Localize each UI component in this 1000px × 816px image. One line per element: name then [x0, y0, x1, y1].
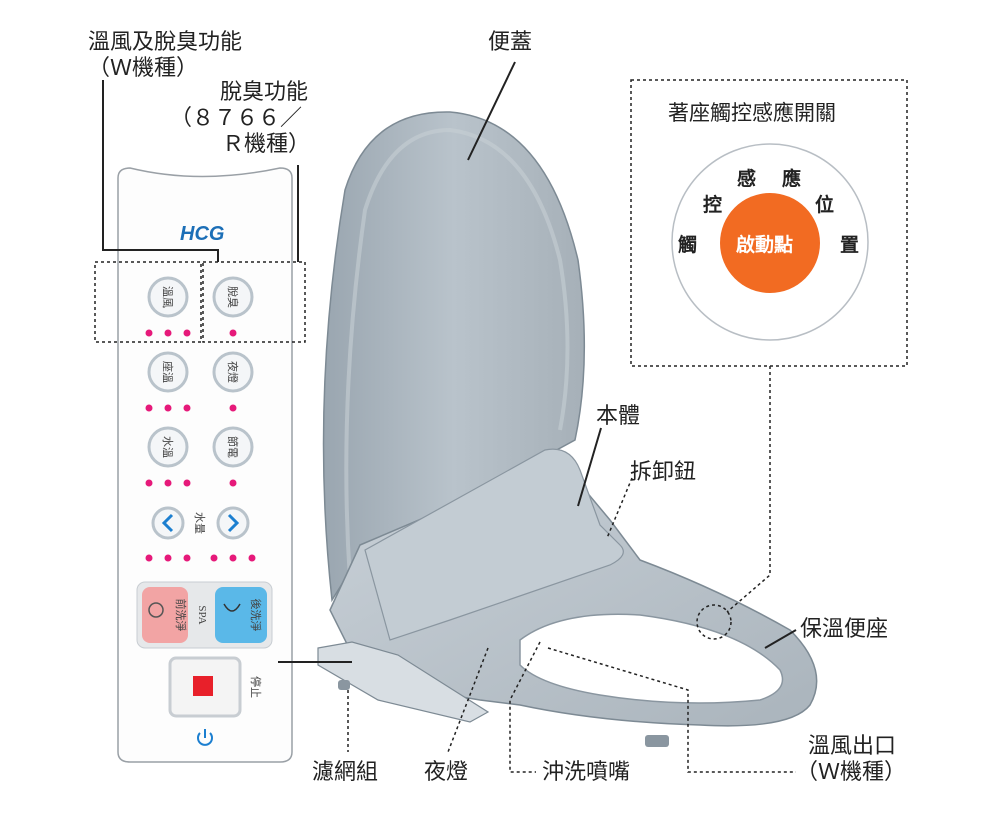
sensor-ring-char-3: 感	[737, 168, 757, 190]
filter-unit	[317, 641, 490, 723]
stop-button[interactable]	[168, 656, 242, 718]
front-wash-button[interactable]: 前洗淨	[142, 587, 188, 643]
remote-control: HCG 溫風 脫臭 座溫 夜燈 水溫	[117, 167, 293, 763]
level-dots-row1	[145, 329, 237, 337]
part-dotted-leaders	[347, 79, 908, 773]
stop-label: 停止	[249, 676, 263, 698]
warm-air-deodor-label: 溫風及脫臭功能	[88, 30, 243, 55]
warm-air-outlet-model-label: （Ｗ機種）	[796, 760, 907, 785]
chevron-right-icon	[227, 513, 240, 533]
svg-text:座溫: 座溫	[161, 361, 175, 383]
spa-label: SPA	[196, 605, 208, 624]
rear-wash-button[interactable]: 後洗淨	[215, 587, 267, 643]
sensor-ring-char-1: 觸	[678, 234, 698, 256]
deodor-highlight-box	[202, 261, 306, 343]
warm-air-highlight-box	[94, 261, 202, 343]
deodor-button[interactable]: 脫臭	[212, 276, 254, 318]
power-icon	[197, 732, 213, 746]
filter-label: 濾網組	[312, 760, 379, 785]
power-button[interactable]	[197, 729, 213, 746]
volume-up-button[interactable]	[216, 506, 250, 540]
sensor-ring-char-2: 控	[703, 194, 723, 216]
lid	[322, 111, 586, 603]
seat-temp-button[interactable]: 座溫	[147, 351, 189, 393]
level-dots-row4	[145, 554, 256, 562]
svg-text:前洗淨: 前洗淨	[174, 599, 188, 632]
lid-label: 便蓋	[488, 30, 533, 55]
water-volume-label: 水量	[193, 512, 206, 534]
toilet-seat-illustration	[317, 111, 818, 747]
power-save-button[interactable]: 節電	[212, 426, 254, 468]
svg-text:夜燈: 夜燈	[226, 361, 240, 383]
sensor-ring-char-4: 應	[782, 168, 802, 190]
stop-square-icon	[193, 676, 213, 696]
level-dots-row3	[145, 479, 237, 487]
nozzle-label: 沖洗噴嘴	[542, 760, 631, 785]
sensor-start-point	[720, 193, 820, 293]
water-temp-button[interactable]: 水溫	[147, 426, 189, 468]
release-button-label: 拆卸鈕	[630, 460, 697, 485]
svg-text:後洗淨: 後洗淨	[249, 599, 263, 632]
chevron-left-icon	[161, 513, 174, 533]
warm-air-button[interactable]: 溫風	[147, 276, 189, 318]
rear-wash-icon	[223, 603, 241, 612]
warm-air-outlet-label: 溫風出口	[808, 734, 897, 759]
remote-leader-lines	[102, 80, 299, 262]
seat-opening	[519, 613, 784, 704]
volume-down-button[interactable]	[151, 506, 185, 540]
level-dots-row2	[145, 404, 237, 412]
sensor-ring-char-6: 置	[840, 234, 860, 256]
warm-air-deodor-model-label: （Ｗ機種）	[88, 56, 199, 81]
part-leader-lines	[278, 61, 797, 663]
front-wash-icon	[148, 602, 164, 618]
night-light-label: 夜燈	[424, 760, 469, 785]
sensor-diagram	[671, 143, 869, 341]
sensor-ring-char-5: 位	[815, 194, 835, 216]
svg-text:水溫: 水溫	[161, 436, 175, 458]
sensor-box-title: 著座觸控感應開關	[668, 101, 836, 125]
deodor-model-label-1: （８７６６／	[170, 106, 303, 131]
sensor-center-label: 啟動點	[736, 234, 794, 256]
svg-text:溫風: 溫風	[161, 286, 175, 308]
deodor-model-label-2: Ｒ機種）	[222, 132, 311, 157]
heated-seat-label: 保溫便座	[800, 617, 889, 642]
hcg-logo: HCG	[180, 223, 224, 245]
svg-text:脫臭: 脫臭	[226, 286, 240, 308]
body-label: 本體	[596, 404, 641, 429]
body-top	[364, 448, 624, 641]
night-light-button[interactable]: 夜燈	[212, 351, 254, 393]
svg-text:節電: 節電	[226, 436, 240, 458]
svg-text:HCG: HCG	[180, 223, 224, 245]
deodor-label: 脫臭功能	[220, 80, 309, 105]
